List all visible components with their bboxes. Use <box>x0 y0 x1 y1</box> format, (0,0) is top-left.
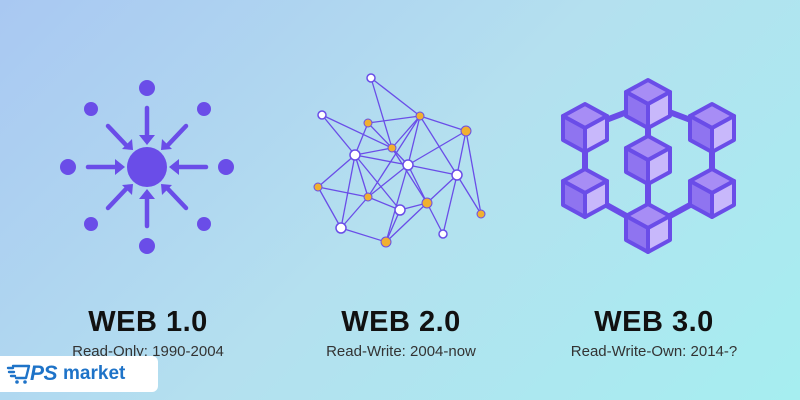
psmarket-logo: PS market <box>0 356 158 392</box>
web2-subtitle: Read-Write: 2004-now <box>326 343 476 360</box>
blockchain-cubes-icon <box>561 78 736 254</box>
centralized-hub-icon <box>60 80 234 254</box>
logo-letters: PS <box>30 362 58 385</box>
logo-word: market <box>63 363 126 384</box>
web1-title: WEB 1.0 <box>88 306 208 338</box>
web3-title: WEB 3.0 <box>594 306 714 338</box>
web3-subtitle: Read-Write-Own: 2014-? <box>570 343 738 360</box>
cart-icon <box>6 364 31 384</box>
web2-title: WEB 2.0 <box>341 306 461 338</box>
web1-subtitle: Read-Only: 1990-2004 <box>72 343 224 360</box>
network-graph-icon <box>313 73 486 248</box>
